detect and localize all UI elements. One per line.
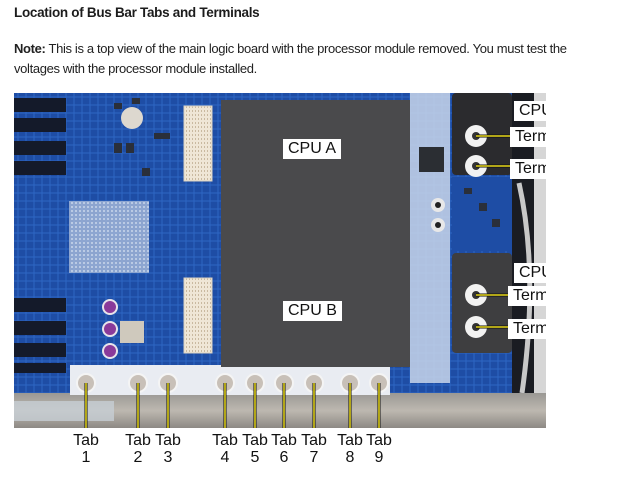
tab-word: Tab: [301, 432, 327, 449]
capacitors: [102, 299, 118, 359]
callout-lines: [84, 134, 514, 428]
expansion-slots: [14, 98, 66, 373]
tab-word: Tab: [366, 432, 392, 449]
logic-board-illustration: [14, 93, 546, 428]
cpu-b-terminal-1-label: Terminal 1: [508, 286, 546, 306]
cpu-b-cover-label: CPU B: [283, 301, 342, 321]
terminal-group-cpu-a-title: CPU A: [514, 101, 546, 121]
tab-number: 4: [220, 449, 230, 466]
tab-number: 8: [345, 449, 355, 466]
chipset: [69, 201, 149, 273]
small-caps-right: [431, 198, 445, 232]
riser-connector-a: [183, 105, 213, 182]
tab-number: 5: [250, 449, 260, 466]
controller-chip: [419, 147, 444, 172]
tab-word: Tab: [337, 432, 363, 449]
tab-word: Tab: [73, 432, 99, 449]
tab-word: Tab: [271, 432, 297, 449]
terminal-group-cpu-b-title: CPU B: [514, 263, 546, 283]
note-paragraph: Note: This is a top view of the main log…: [14, 39, 604, 79]
cpu-a-cover-label: CPU A: [283, 139, 342, 159]
tab-word: Tab: [212, 432, 238, 449]
tab-word: Tab: [155, 432, 181, 449]
section-heading: Location of Bus Bar Tabs and Terminals: [14, 5, 260, 20]
tab-number: 6: [279, 449, 289, 466]
tab-number: 1: [81, 449, 91, 466]
riser-connector-b: [183, 277, 213, 354]
tab-word: Tab: [125, 432, 151, 449]
note-text: This is a top view of the main logic boa…: [14, 41, 567, 76]
inductor: [120, 321, 144, 343]
cpu-b-terminal-2-label: Terminal 2: [508, 319, 546, 339]
battery: [121, 107, 143, 129]
cpu-a-terminal-2-label: Terminal 2: [510, 159, 546, 179]
tab-word: Tab: [242, 432, 268, 449]
tab-number: 2: [133, 449, 143, 466]
tab-number: 7: [309, 449, 319, 466]
note-prefix: Note:: [14, 41, 46, 56]
logic-board-photo: CPU A CPU B CPU A Terminal 1 Terminal 2 …: [14, 93, 546, 428]
tab-number: 3: [163, 449, 173, 466]
cpu-a-terminal-1-label: Terminal 1: [510, 127, 546, 147]
tab-number: 9: [374, 449, 384, 466]
